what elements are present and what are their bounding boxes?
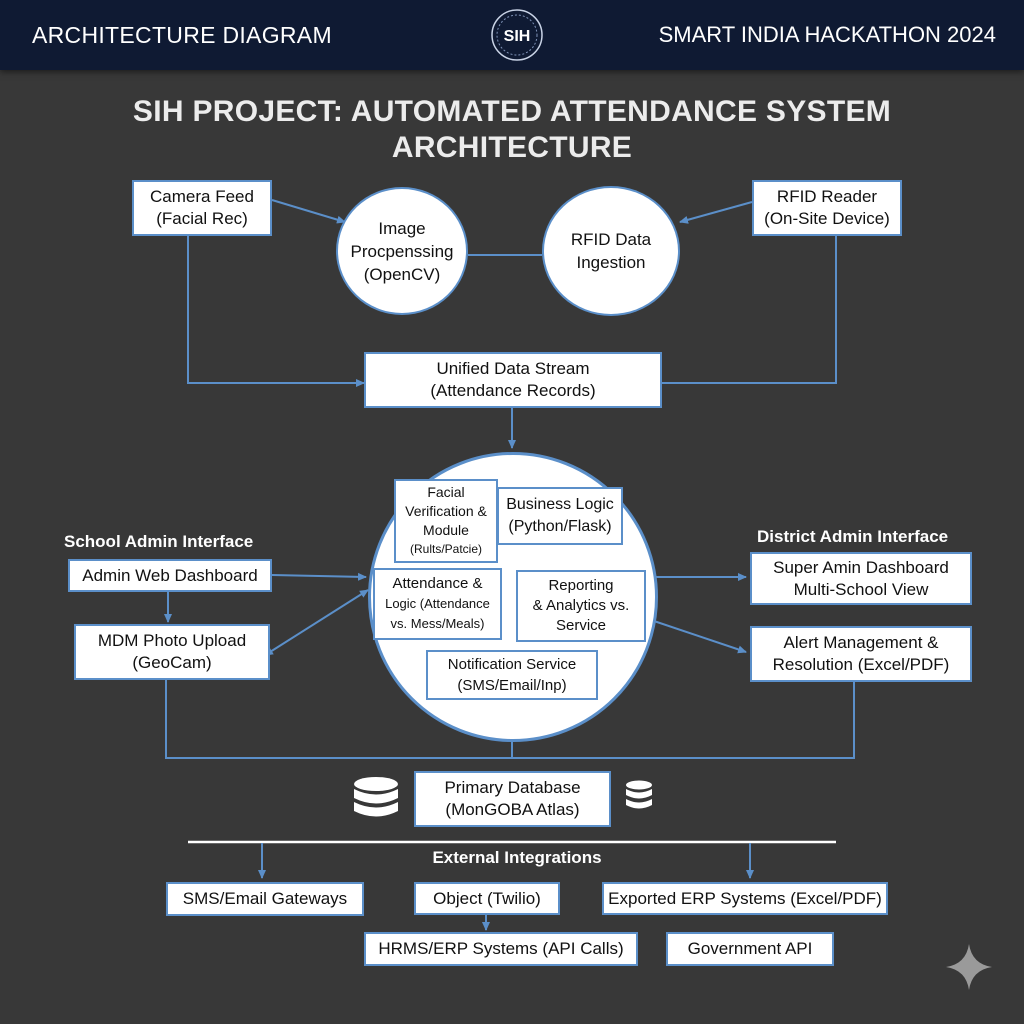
alert-mgmt-line1: Alert Management & (783, 633, 939, 652)
super-admin-dashboard-box: Super Amin Dashboard Multi-School View (750, 552, 972, 605)
business-logic-line2: (Python/Flask) (508, 518, 612, 535)
notification-service-box: Notification Service (SMS/Email/Inp) (426, 650, 598, 700)
attendance-logic-line2: Logic (Attendance (385, 596, 490, 611)
header-bar: ARCHITECTURE DIAGRAM SIH SMART INDIA HAC… (0, 0, 1024, 70)
header-right-title: SMART INDIA HACKATHON 2024 (658, 22, 996, 47)
sih-emblem-logo: SIH (491, 9, 543, 61)
title-line-1: SIH PROJECT: AUTOMATED ATTENDANCE SYSTEM (132, 95, 892, 128)
object-twilio-box: Object (Twilio) (414, 882, 560, 915)
attendance-logic-line1: Attendance & (392, 575, 483, 592)
arrow-mdm-core (264, 589, 369, 656)
admin-web-dashboard-box: Admin Web Dashboard (68, 559, 272, 592)
arrow-core-to-alert (644, 617, 747, 654)
facial-module-line3: Module (423, 522, 469, 538)
link-bottom-bus (165, 680, 855, 759)
rfid-reader-line2: (On-Site Device) (764, 209, 890, 228)
sparkle-icon (946, 944, 992, 990)
logo-text: SIH (504, 28, 531, 45)
primary-database-box: Primary Database (MonGOBA Atlas) (414, 771, 611, 827)
rfid-reader-line1: RFID Reader (776, 187, 878, 206)
arrow-dashboard-to-core (271, 572, 367, 581)
database-line1: Primary Database (444, 778, 581, 797)
school-admin-label: School Admin Interface (64, 532, 254, 551)
mdm-upload-line2: (GeoCam) (132, 653, 212, 672)
exported-erp-box: Exported ERP Systems (Excel/PDF) (602, 882, 888, 915)
attendance-logic-line3: vs. Mess/Meals) (390, 616, 485, 631)
alert-mgmt-line2: Resolution (Excel/PDF) (772, 655, 950, 674)
mdm-photo-upload-box: MDM Photo Upload (GeoCam) (74, 624, 270, 680)
notification-line2: (SMS/Email/Inp) (457, 677, 567, 694)
reporting-line1: Reporting (548, 577, 614, 594)
title-line-2: ARCHITECTURE (391, 131, 633, 164)
link-rfid-to-stream (662, 236, 837, 384)
super-dashboard-line2: Multi-School View (793, 579, 929, 599)
business-logic-box: Business Logic (Python/Flask) (497, 487, 623, 545)
image-processing-line2: Procpenssing (350, 241, 454, 261)
alert-management-box: Alert Management & Resolution (Excel/PDF… (750, 626, 972, 682)
notification-line1: Notification Service (447, 656, 577, 673)
database-line2: (MonGOBA Atlas) (445, 800, 580, 819)
camera-feed-box: Camera Feed (Facial Rec) (132, 180, 272, 236)
hrms-erp-box: HRMS/ERP Systems (API Calls) (364, 932, 638, 966)
rfid-ingestion-node: RFID Data Ingestion (542, 186, 680, 316)
rfid-reader-box: RFID Reader (On-Site Device) (752, 180, 902, 236)
facial-module-line1: Facial (427, 484, 465, 500)
page-title: SIH PROJECT: AUTOMATED ATTENDANCE SYSTEM… (0, 94, 1024, 166)
external-integrations-label: External Integrations (432, 848, 602, 867)
facial-verification-module: Facial Verification & Module (Rults/Patc… (394, 479, 498, 563)
image-processing-line3: (OpenCV) (363, 264, 441, 284)
business-logic-line1: Business Logic (506, 496, 614, 513)
arrow-rfid-to-ingestion (679, 201, 753, 224)
hrms-erp-text: HRMS/ERP Systems (API Calls) (378, 939, 624, 958)
image-processing-line1: Image (378, 218, 426, 238)
reporting-line2: & Analytics vs. (532, 597, 630, 614)
database-icon (354, 777, 398, 817)
facial-module-line4: (Rults/Patcie) (409, 542, 483, 556)
camera-feed-line2: (Facial Rec) (156, 209, 248, 228)
facial-module-line2: Verification & (405, 503, 487, 519)
attendance-logic-box: Attendance & Logic (Attendance vs. Mess/… (373, 568, 502, 640)
object-twilio-text: Object (Twilio) (433, 888, 541, 908)
unified-stream-line1: Unified Data Stream (436, 359, 590, 378)
header-left-title: ARCHITECTURE DIAGRAM (32, 22, 332, 48)
reporting-line3: Service (555, 617, 607, 634)
arrow-camera-to-stream (187, 236, 365, 387)
admin-dashboard-text: Admin Web Dashboard (82, 565, 258, 585)
rfid-ingestion-line2: Ingestion (576, 253, 646, 272)
image-processing-node: Image Procpenssing (OpenCV) (336, 187, 468, 315)
unified-data-stream-box: Unified Data Stream (Attendance Records) (364, 352, 662, 408)
sms-email-gateways-box: SMS/Email Gateways (166, 882, 364, 916)
camera-feed-line1: Camera Feed (150, 187, 254, 206)
database-icon-small (626, 780, 652, 809)
mdm-upload-line1: MDM Photo Upload (97, 631, 247, 650)
sms-gateways-text: SMS/Email Gateways (182, 889, 348, 908)
super-dashboard-line1: Super Amin Dashboard (773, 557, 949, 577)
government-api-text: Government API (687, 939, 813, 958)
exported-erp-text: Exported ERP Systems (Excel/PDF) (608, 888, 882, 908)
unified-stream-line2: (Attendance Records) (430, 381, 596, 400)
reporting-analytics-box: Reporting & Analytics vs. Service (516, 570, 646, 642)
government-api-box: Government API (666, 932, 834, 966)
rfid-ingestion-line1: RFID Data (570, 230, 652, 249)
arrow-camera-to-image (271, 199, 346, 224)
district-admin-label: District Admin Interface (757, 527, 949, 546)
